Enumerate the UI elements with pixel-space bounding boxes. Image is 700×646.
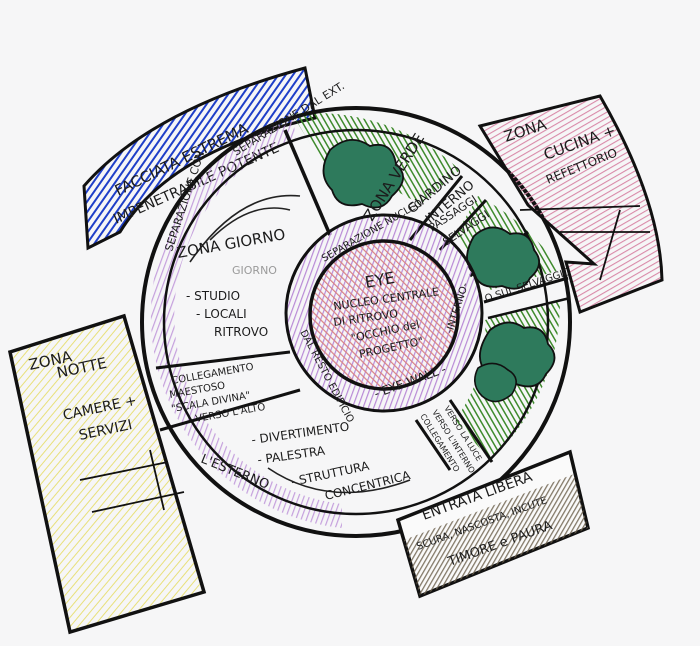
bush-icon: [322, 139, 404, 209]
entrata-block: ENTRATA LIBERA SCURA, NASCOSTA, INCUTE T…: [395, 449, 591, 599]
divertimento-item: - DIVERTIMENTO: [250, 419, 350, 447]
zona-giorno-item: - LOCALI: [196, 307, 247, 321]
zona-giorno-item: RITROVO: [214, 325, 268, 339]
bush-icon: [474, 321, 556, 403]
outer-ring-separation: [150, 114, 342, 528]
zona-giorno-faint: GIORNO: [232, 264, 277, 277]
zona-notte-block: ZONA NOTTE CAMERE + SERVIZI: [7, 313, 207, 635]
eye-core: [308, 239, 460, 391]
zona-giorno-item: - STUDIO: [186, 289, 240, 303]
zona-cucina-block: ZONA CUCINA + REFETTORIO: [477, 94, 664, 314]
building-plan: [140, 106, 572, 538]
eye-title: EYE: [363, 268, 396, 292]
divertimento-item: - PALESTRA: [256, 444, 326, 467]
